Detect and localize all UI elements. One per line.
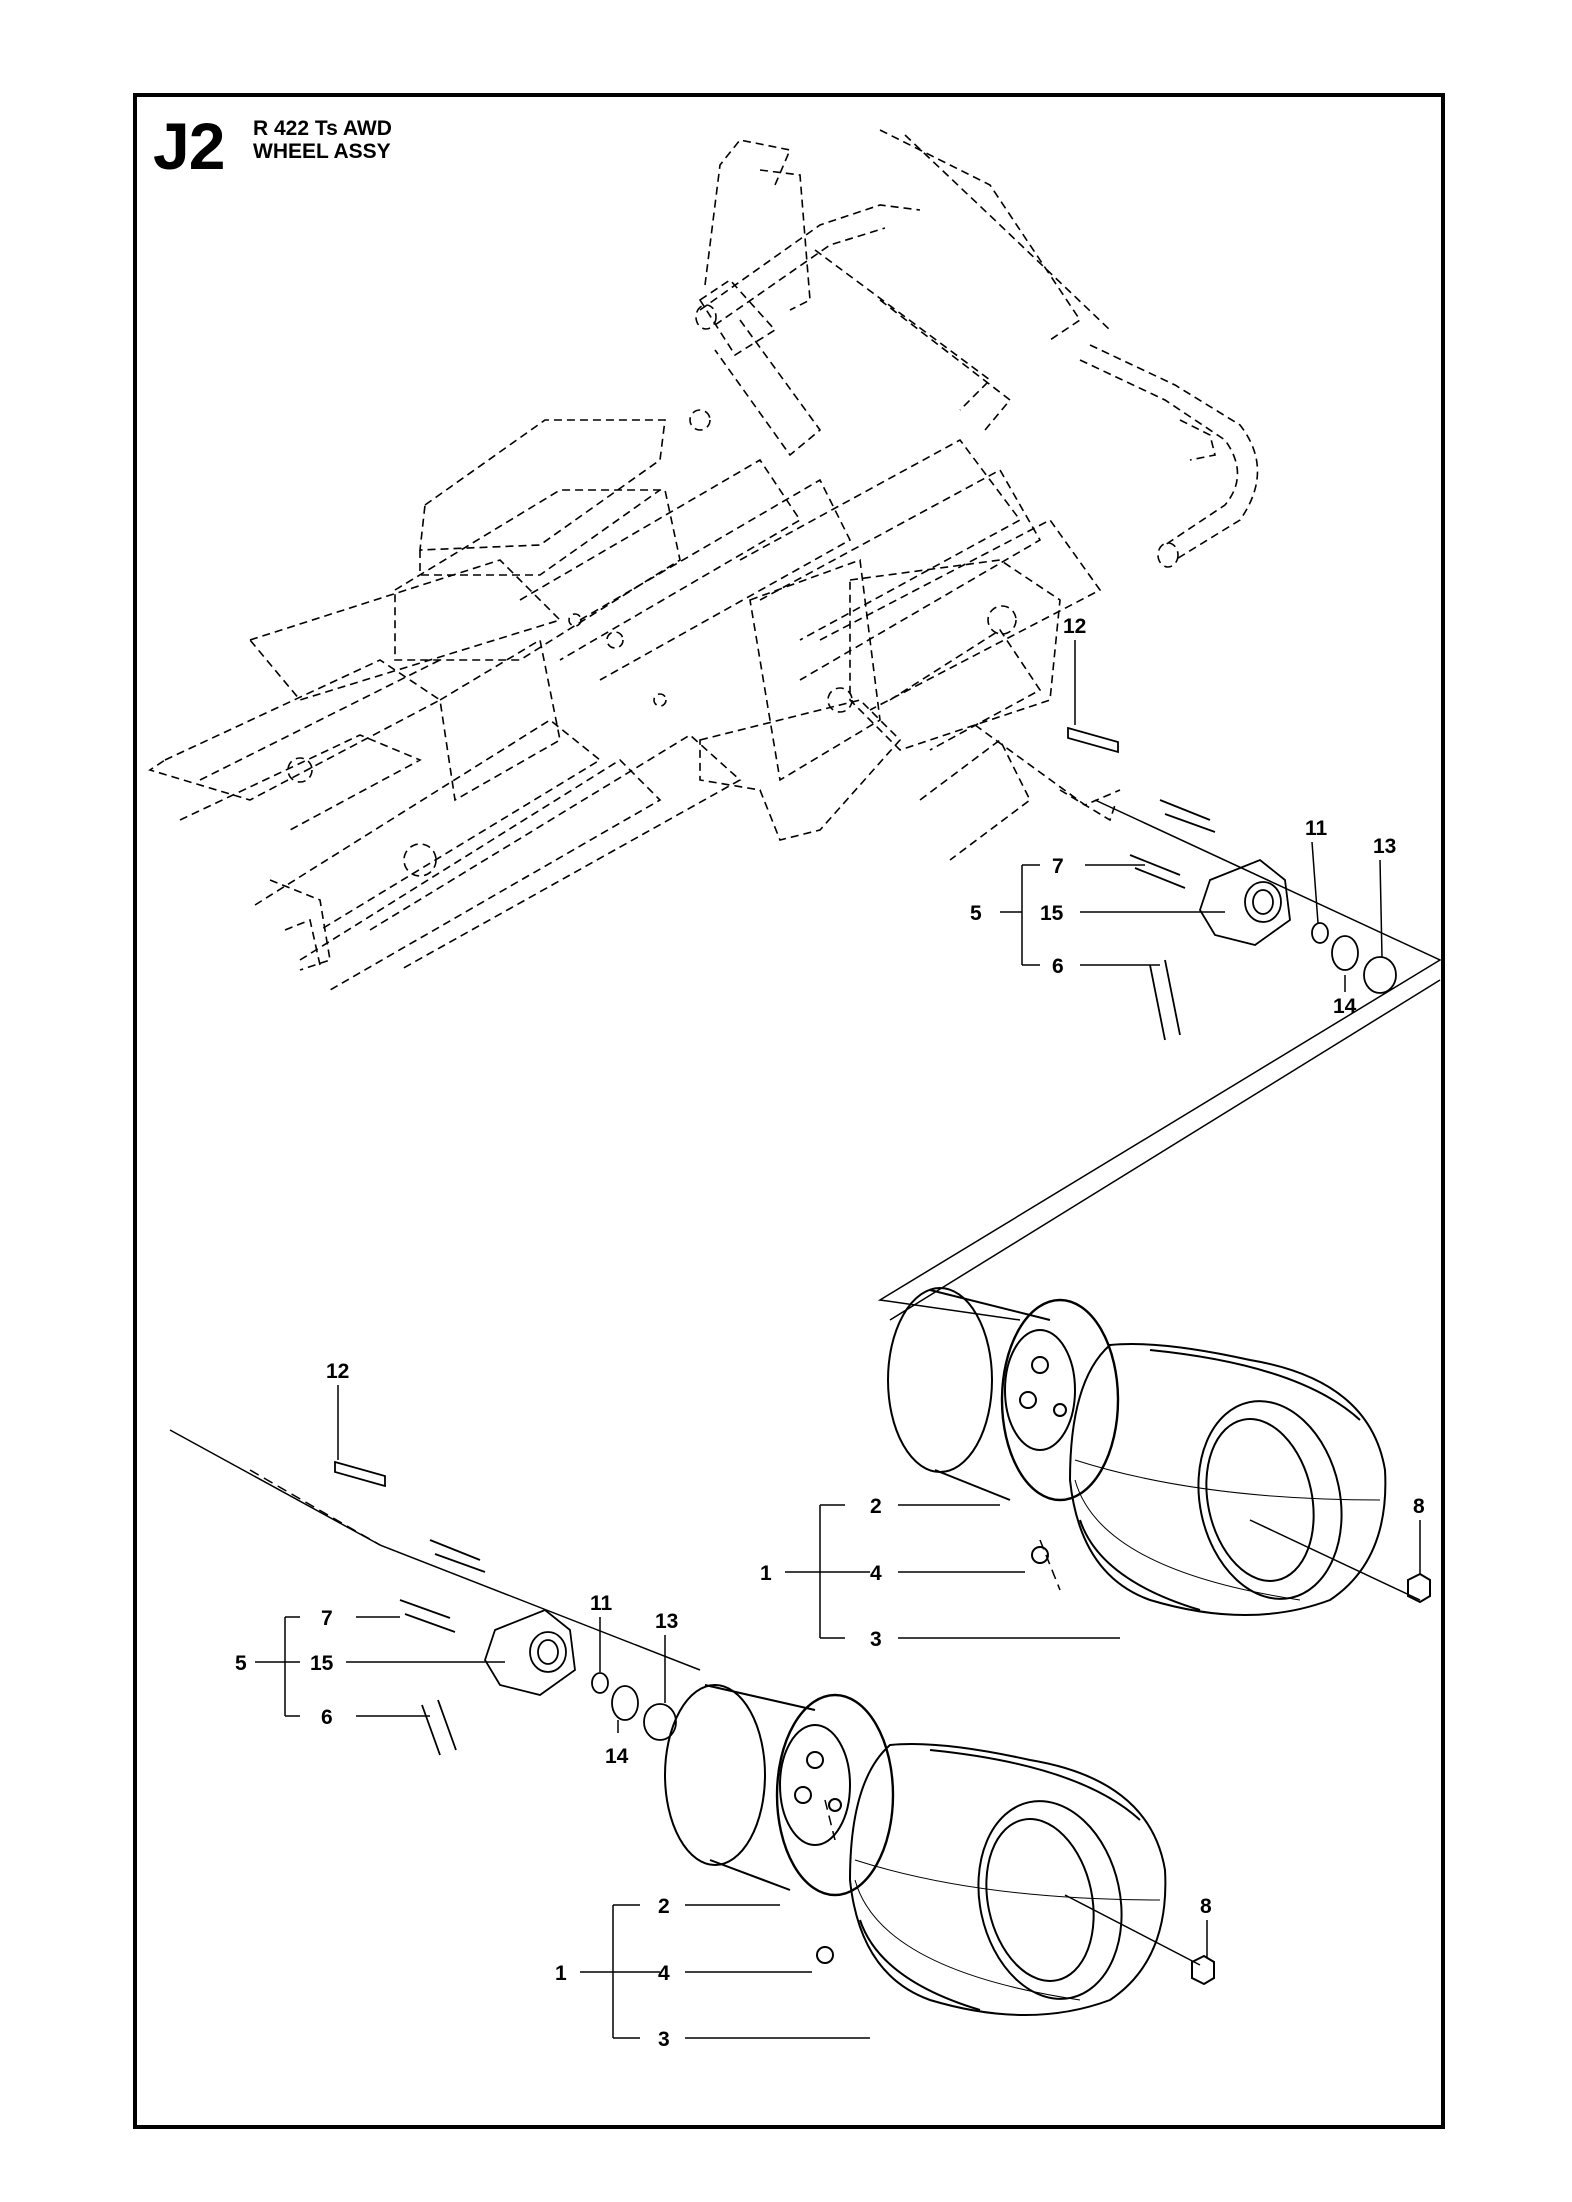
callout-6-lower: 6: [321, 1706, 333, 1729]
drawing-frame: [133, 93, 1445, 2129]
callout-13-lower: 13: [655, 1610, 678, 1633]
rim-2-back: [664, 1684, 766, 1866]
tire-1: [1068, 1343, 1387, 1616]
wheel-1: [887, 1287, 1431, 1616]
callout-3-wheel-2: 3: [658, 2028, 670, 2051]
key-lower: [334, 1460, 386, 1488]
rim-2-front: [775, 1693, 895, 1897]
callout-15-lower: 15: [310, 1652, 334, 1675]
callout-2-wheel-2: 2: [658, 1895, 670, 1918]
cap-lower: [611, 1685, 639, 1721]
wheel-2: [664, 1684, 1215, 2016]
callout-11-upper: 11: [1305, 817, 1328, 840]
callout-4-wheel-2: 4: [658, 1962, 670, 1985]
callout-7-upper: 7: [1052, 855, 1064, 878]
bolt-upper-a: [1159, 799, 1216, 833]
ring-lower: [643, 1703, 677, 1741]
hub-upper: [1199, 858, 1291, 946]
callout-13-upper: 13: [1373, 835, 1396, 858]
callout-8-wheel-1: 8: [1413, 1495, 1425, 1518]
bolt-upper-b: [1129, 854, 1186, 889]
callout-4-wheel-1: 4: [870, 1562, 882, 1585]
rim-1-front: [1000, 1298, 1120, 1502]
callouts-lower: 12 11 13 7 5 15 6 14: [235, 1360, 678, 1768]
washer-upper: [1311, 922, 1329, 944]
callouts-wheel-2: 2 1 4 3 8: [555, 1895, 1212, 2051]
rim-1-back: [887, 1287, 993, 1473]
model-name: R 422 Ts AWD: [253, 117, 392, 140]
callout-15-upper: 15: [1040, 902, 1064, 925]
callout-5-upper: 5: [970, 902, 982, 925]
ring-upper: [1363, 956, 1397, 994]
lower-hub-assembly: [334, 1460, 677, 1756]
callouts-upper: 12 11 13 7 5 15 6 14: [970, 615, 1396, 1018]
hub-lower: [484, 1608, 576, 1696]
callout-12-upper: 12: [1063, 615, 1086, 638]
cap-upper: [1331, 935, 1359, 971]
pins-lower: [421, 1699, 457, 1756]
callout-1-wheel-2: 1: [555, 1962, 567, 1985]
callout-6-upper: 6: [1052, 955, 1064, 978]
callout-7-lower: 7: [321, 1607, 333, 1630]
callout-11-lower: 11: [590, 1592, 613, 1615]
washer-lower: [591, 1672, 609, 1694]
callout-1-wheel-1: 1: [760, 1562, 772, 1585]
callout-8-wheel-2: 8: [1200, 1895, 1212, 1918]
centre-lines-dashed: [249, 1469, 1061, 1841]
callout-12-lower: 12: [326, 1360, 349, 1383]
pins-upper: [1149, 959, 1181, 1041]
chassis-frame: [148, 129, 1259, 991]
tire-2: [848, 1743, 1167, 2016]
callout-2-wheel-1: 2: [870, 1495, 882, 1518]
section-code: J2: [153, 109, 225, 183]
callout-5-lower: 5: [235, 1652, 247, 1675]
nut-2: [1191, 1954, 1215, 1986]
assembly-name: WHEEL ASSY: [253, 140, 391, 163]
callout-14-upper: 14: [1333, 995, 1357, 1018]
bolt-lower-b: [399, 1599, 456, 1633]
upper-hub-assembly: [1067, 726, 1397, 1041]
callouts-wheel-1: 2 1 4 3 8: [760, 1495, 1425, 1651]
valve-2: [816, 1946, 834, 1964]
callout-14-lower: 14: [605, 1745, 629, 1768]
valve-1: [1031, 1546, 1049, 1564]
nut-1: [1407, 1572, 1431, 1604]
bolt-lower-a: [429, 1539, 486, 1573]
centre-lines: [169, 799, 1442, 1966]
diagram-title: R 422 Ts AWD WHEEL ASSY: [253, 117, 392, 163]
leader-lines: [255, 640, 1421, 2039]
callout-3-wheel-1: 3: [870, 1628, 882, 1651]
key-upper: [1067, 726, 1119, 754]
